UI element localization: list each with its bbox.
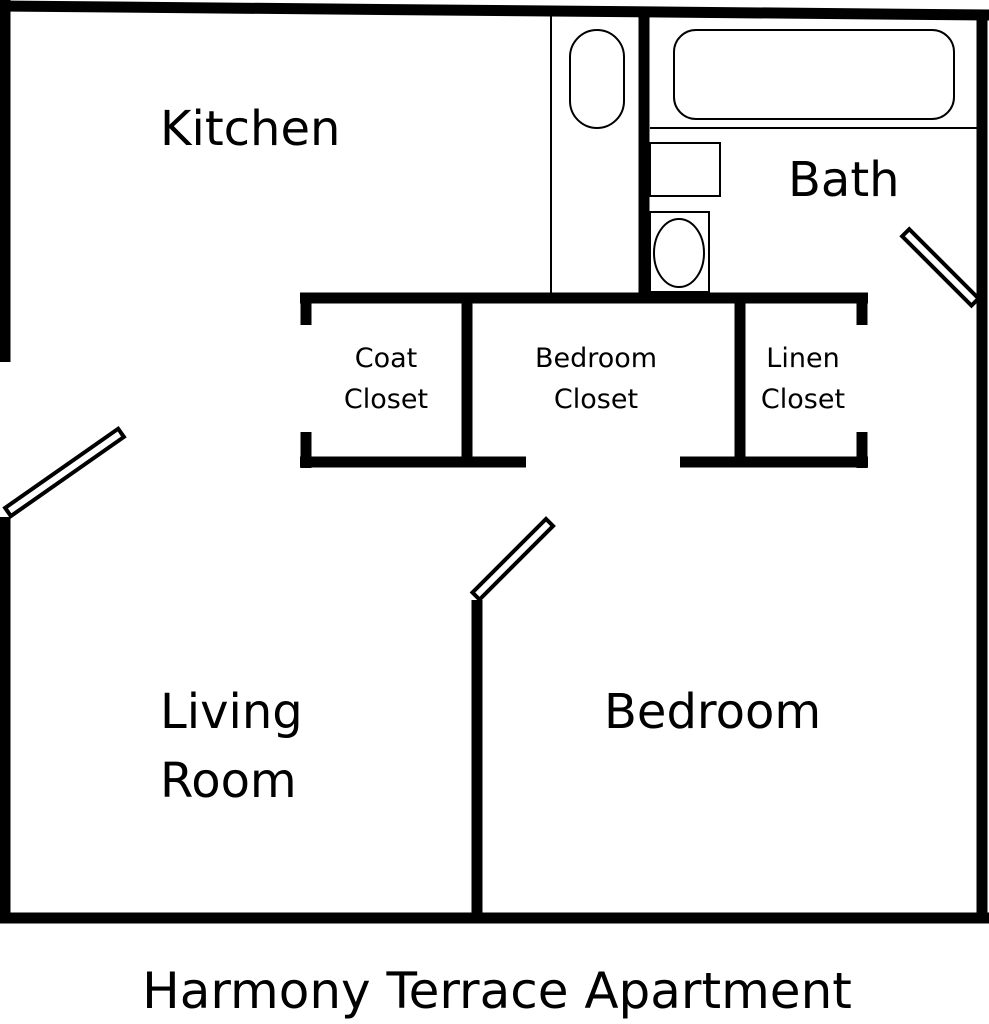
linen-closet-label-2: Closet <box>761 384 845 415</box>
living-room-label-1: Living <box>160 684 303 740</box>
linen-closet-label-1: Linen <box>766 343 839 374</box>
toilet-bowl-icon <box>653 218 705 288</box>
bedroom-closet-label-1: Bedroom <box>535 343 657 374</box>
coat-closet-label-2: Closet <box>344 384 428 415</box>
coat-closet-label-1: Coat <box>355 343 418 374</box>
entry-door[interactable] <box>2 425 127 519</box>
top-wall <box>0 0 989 21</box>
labels: Kitchen Bath Coat Closet Bedroom Closet … <box>142 101 899 1020</box>
bedroom-closet-label-2: Closet <box>554 384 638 415</box>
kitchen-sink-icon <box>569 29 625 129</box>
bath-sink-icon <box>649 142 721 197</box>
toilet-tank-icon <box>649 211 710 293</box>
bedroom-label: Bedroom <box>604 684 821 740</box>
bath-label: Bath <box>788 152 900 208</box>
bath-door[interactable] <box>899 226 982 309</box>
fixtures <box>550 15 977 293</box>
walls <box>0 0 989 924</box>
doors <box>2 226 982 603</box>
kitchen-label: Kitchen <box>160 101 340 157</box>
living-room-label-2: Room <box>160 753 297 809</box>
bathtub-icon <box>673 29 955 120</box>
bedroom-door[interactable] <box>469 516 556 603</box>
plan-title: Harmony Terrace Apartment <box>142 962 852 1020</box>
